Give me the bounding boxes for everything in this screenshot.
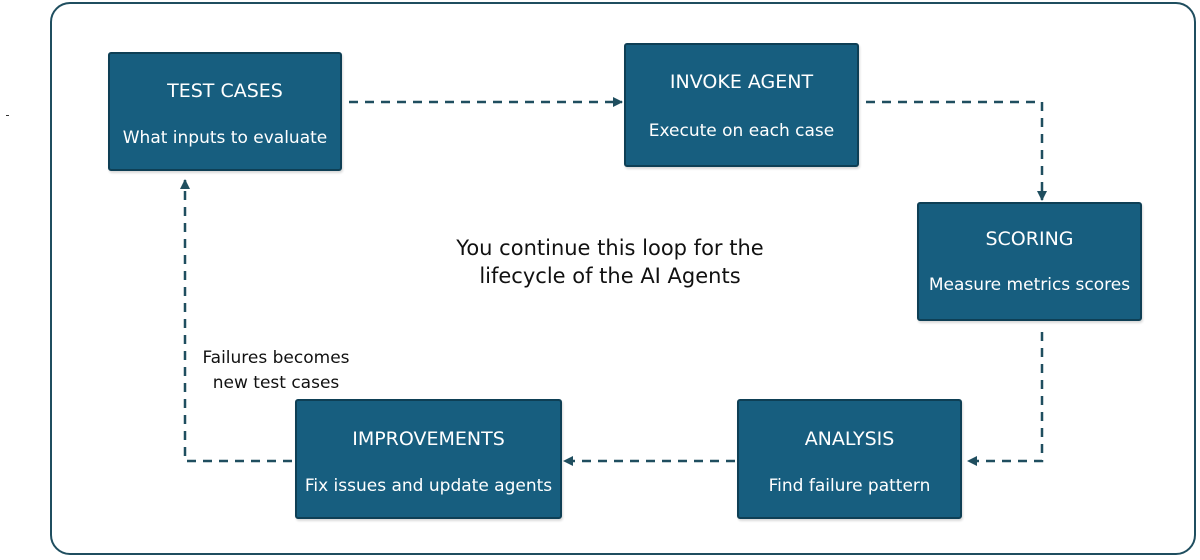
loop-note: You continue this loop for the lifecycle… [430, 234, 790, 290]
node-invoke-agent: INVOKE AGENT Execute on each case [624, 43, 859, 167]
arrow-scoring-to-analysis [967, 332, 1044, 466]
node-subtitle: What inputs to evaluate [122, 128, 328, 148]
node-subtitle: Measure metrics scores [928, 275, 1131, 295]
node-test-cases: TEST CASES What inputs to evaluate [108, 52, 342, 171]
node-subtitle: Fix issues and update agents [304, 476, 553, 496]
feedback-note-line1: Failures becomes [202, 348, 350, 368]
loop-note-line2: lifecycle of the AI Agents [479, 264, 741, 288]
arrow-invoke-to-scoring [866, 100, 1047, 201]
feedback-note: Failures becomes new test cases [176, 346, 376, 396]
feedback-note-line2: new test cases [212, 373, 340, 393]
node-subtitle: Execute on each case [648, 121, 835, 141]
loop-note-line1: You continue this loop for the [456, 236, 764, 260]
diagram-frame [50, 2, 1196, 555]
edge-mark [6, 115, 9, 116]
node-improvements: IMPROVEMENTS Fix issues and update agent… [295, 399, 562, 519]
node-title: TEST CASES [167, 80, 283, 102]
arrow-improvements-to-test [180, 179, 292, 463]
node-subtitle: Find failure pattern [768, 476, 931, 496]
node-title: INVOKE AGENT [669, 71, 814, 93]
node-title: ANALYSIS [804, 428, 895, 450]
node-title: SCORING [985, 228, 1074, 250]
node-title: IMPROVEMENTS [352, 428, 505, 450]
node-scoring: SCORING Measure metrics scores [917, 202, 1142, 321]
node-analysis: ANALYSIS Find failure pattern [737, 399, 962, 519]
